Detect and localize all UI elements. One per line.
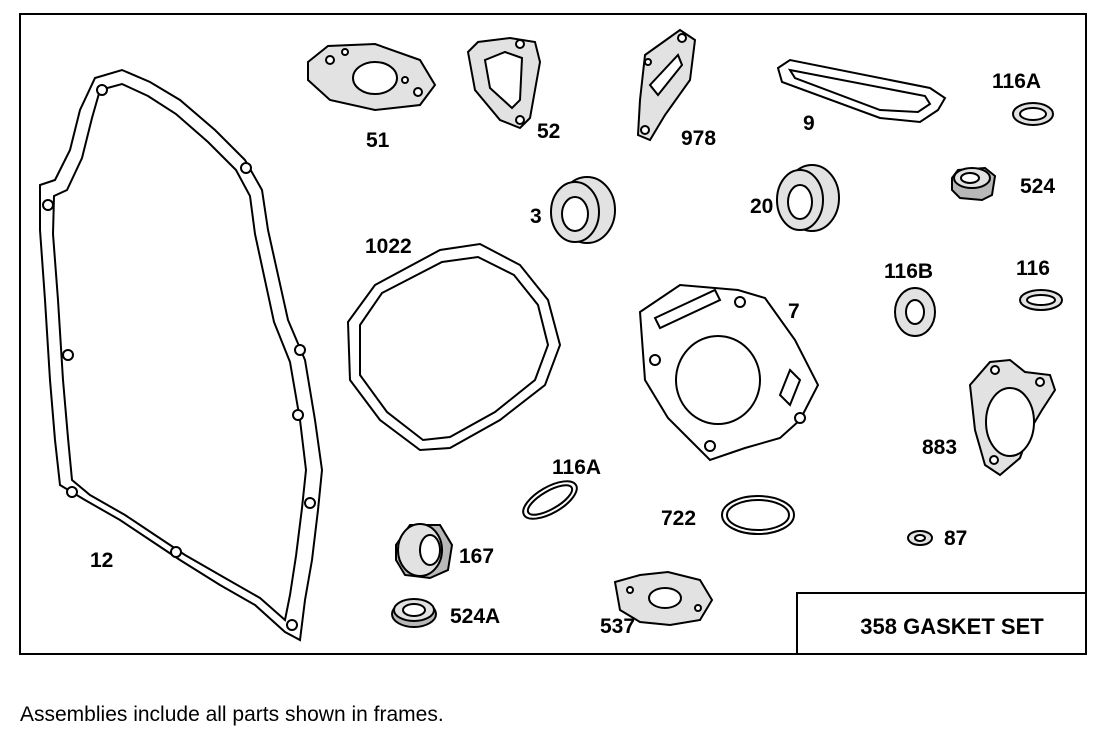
- part-label-167: 167: [459, 545, 494, 568]
- part-label-116a-2: 116A: [552, 456, 601, 479]
- part-label-116: 116: [1016, 257, 1050, 280]
- assembly-caption: Assemblies include all parts shown in fr…: [20, 703, 444, 726]
- part-label-116b: 116B: [884, 260, 933, 283]
- part-9-rocker-gasket: [776, 58, 947, 124]
- part-87-washer: [907, 530, 933, 546]
- diagram-frame: [19, 13, 1087, 655]
- part-3-oil-seal: [550, 176, 616, 244]
- part-116-ring: [1019, 289, 1063, 311]
- part-52-intake-gasket: [466, 36, 542, 130]
- part-12-crankcase-gasket: [39, 68, 324, 642]
- part-label-12: 12: [90, 549, 113, 572]
- part-label-524: 524: [1020, 175, 1055, 198]
- kit-title: 358 GASKET SET: [860, 614, 1044, 639]
- part-label-524a: 524A: [450, 605, 500, 628]
- part-978-exhaust-gasket: [636, 28, 697, 142]
- kit-title-box: [796, 592, 1087, 655]
- part-167-seal: [395, 523, 454, 580]
- part-label-51: 51: [366, 129, 390, 152]
- part-label-978: 978: [681, 127, 716, 150]
- part-1022-valve-cover-gasket: [346, 242, 562, 452]
- part-20-oil-seal: [776, 164, 840, 232]
- part-label-20: 20: [750, 195, 773, 218]
- part-7-head-gasket: [638, 283, 820, 462]
- part-116b-seal: [894, 287, 936, 337]
- part-label-52: 52: [537, 120, 560, 143]
- part-label-7: 7: [788, 300, 800, 323]
- part-524-plug: [951, 166, 997, 202]
- part-524a-seal-ring: [391, 598, 437, 628]
- part-722-o-ring: [721, 495, 795, 535]
- part-label-722: 722: [661, 507, 696, 530]
- part-label-116a: 116A: [992, 70, 1041, 93]
- part-label-1022: 1022: [365, 235, 412, 258]
- part-883-breather-gasket: [968, 358, 1057, 477]
- part-51-carb-gasket: [307, 42, 437, 112]
- part-label-3: 3: [530, 205, 542, 228]
- part-label-883: 883: [922, 436, 957, 459]
- part-116a-ring-top: [1012, 102, 1054, 126]
- part-label-87: 87: [944, 527, 967, 550]
- part-116a-ring-middle: [522, 480, 578, 520]
- part-537-gasket: [613, 570, 714, 627]
- part-label-9: 9: [803, 112, 815, 135]
- part-label-537: 537: [600, 615, 635, 638]
